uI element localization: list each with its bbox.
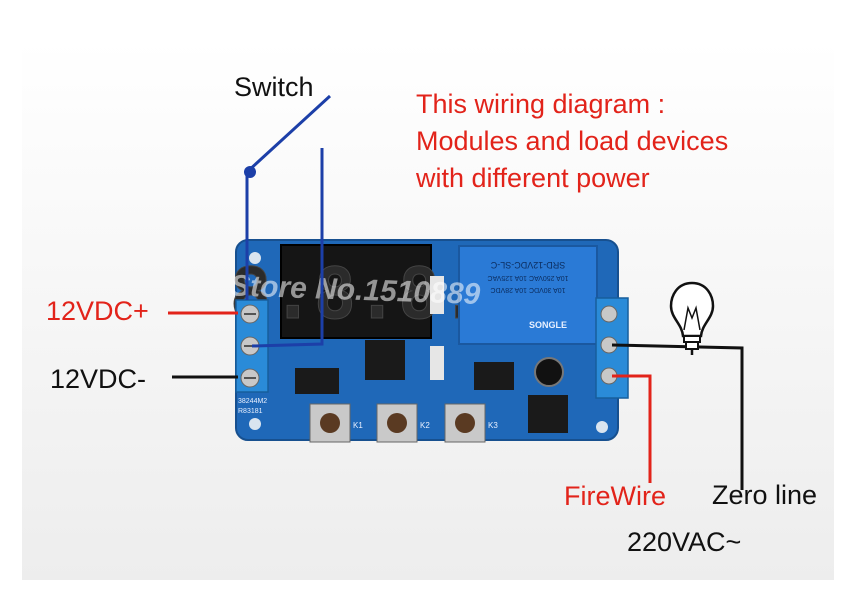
button-label-k1: K1	[353, 421, 363, 430]
relay-brand: SONGLE	[529, 320, 567, 330]
button-k1	[309, 403, 351, 443]
title-line-3: with different power	[416, 163, 650, 193]
terminal-block-right	[595, 297, 629, 399]
title-line-2: Modules and load devices	[416, 126, 729, 156]
relay: SRD-12VDC-SL-C 10A 250VAC 10A 125VAC 10A…	[458, 245, 598, 345]
vdc-minus-label: 12VDC-	[50, 364, 147, 394]
mount-hole-left-bottom	[249, 418, 261, 430]
wire-load-black	[611, 343, 744, 490]
relay-model: SRD-12VDC-SL-C	[490, 260, 565, 270]
smd-parts-2	[430, 346, 444, 380]
button-k2	[376, 403, 418, 443]
switch-pivot	[244, 166, 256, 178]
relay-rating-dc: 10A 30VDC 10A 28VDC	[490, 286, 565, 293]
microcontroller-chip	[365, 340, 405, 380]
title-line-1: This wiring diagram :	[416, 89, 666, 119]
zero-line-label: Zero line	[712, 480, 818, 510]
switch-wiring	[244, 94, 332, 348]
lightbulb-icon	[669, 281, 715, 355]
switch-wire-right	[251, 148, 324, 348]
transistor	[528, 395, 568, 433]
optocoupler-left	[295, 368, 339, 394]
ac-voltage-label: 220VAC~	[627, 527, 742, 557]
button-k3	[444, 403, 486, 443]
button-label-k3: K3	[488, 421, 498, 430]
mount-hole-right-bottom	[596, 421, 608, 433]
capacitor	[534, 357, 564, 387]
relay-rating-ac: 10A 250VAC 10A 125VAC	[487, 274, 568, 281]
relay-module-board: 8.8.8. SRD-12VDC-SL-C 10A 250VAC 10A 125…	[229, 239, 629, 443]
optocoupler-right	[474, 362, 514, 390]
mount-hole-left-top	[249, 252, 261, 264]
chip-label-2: R83181	[238, 408, 263, 415]
firewire-label: FireWire	[564, 481, 666, 511]
chip-label-1: 38244M2	[238, 398, 267, 405]
led-display: 8.8.8.	[229, 244, 483, 339]
button-label-k2: K2	[420, 421, 430, 430]
display-digits: 8.8.8.	[230, 253, 483, 335]
switch-label: Switch	[234, 72, 314, 102]
wire-firewire-red	[612, 374, 652, 483]
smd-parts-1	[430, 276, 444, 314]
vdc-plus-label: 12VDC+	[46, 296, 149, 326]
diagram-title: This wiring diagram : Modules and load d…	[416, 86, 728, 197]
